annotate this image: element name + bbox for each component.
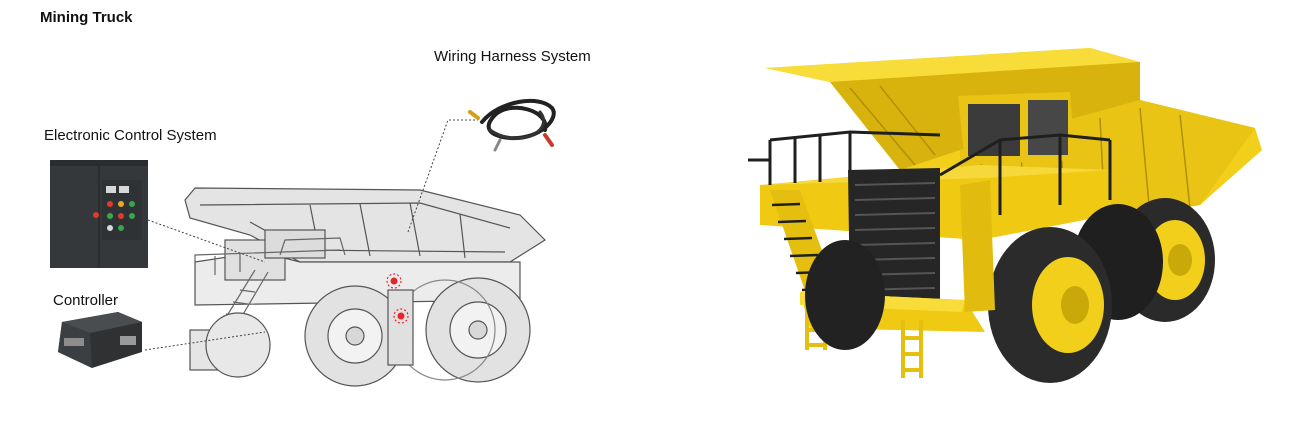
mining-truck-render	[748, 48, 1262, 383]
wiring-harness-icon	[468, 98, 556, 152]
controller-box-icon	[58, 312, 142, 368]
sketch-truck	[184, 187, 546, 371]
electronic-control-system-label: Electronic Control System	[44, 127, 217, 144]
sketch-wheels	[205, 277, 531, 387]
controller-label: Controller	[53, 292, 119, 309]
wiring-harness-label: Wiring Harness System	[434, 48, 591, 65]
callout-lines	[144, 119, 478, 351]
sensor-marker-icon	[386, 273, 402, 289]
sensor-marker-icon	[393, 308, 409, 324]
page-title: Mining Truck	[40, 9, 133, 26]
electronic-control-cabinet-icon	[50, 160, 148, 268]
